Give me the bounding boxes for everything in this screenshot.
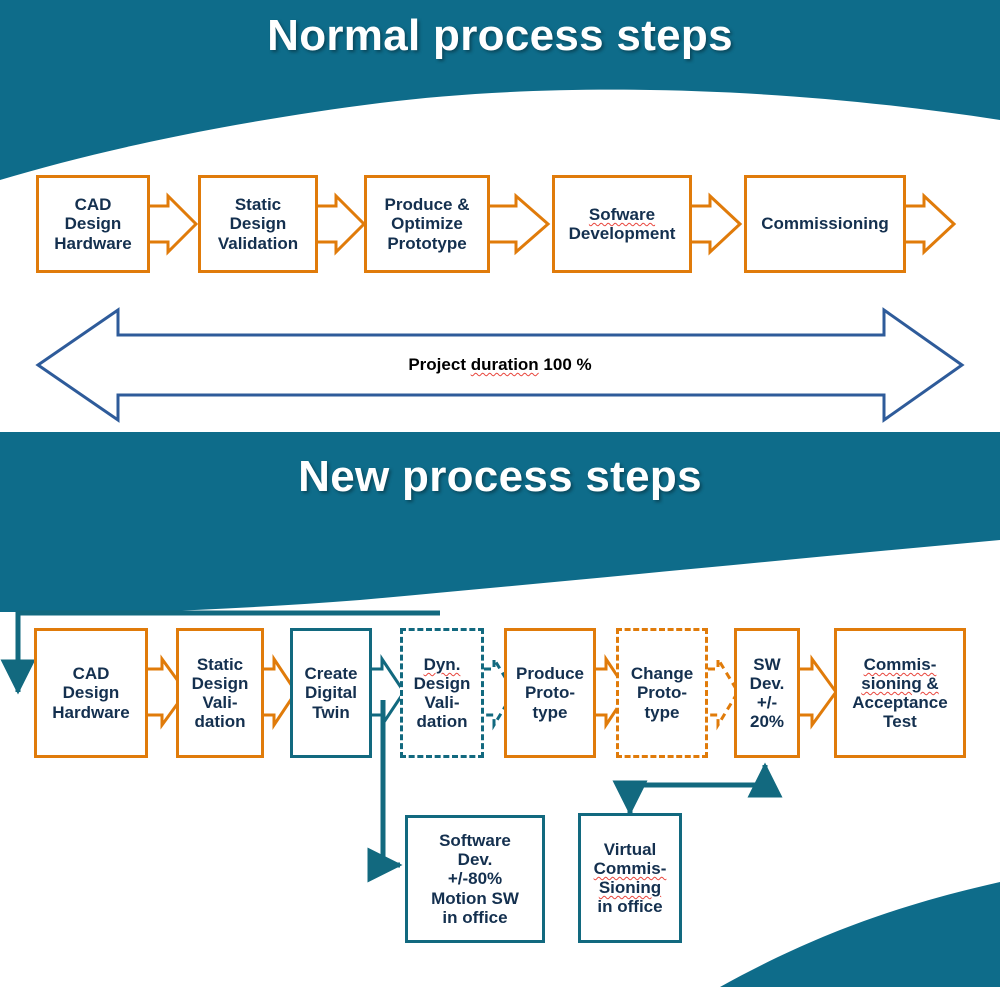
project-duration-label: Project duration 100 % bbox=[408, 355, 592, 374]
loop-dyn-to-cad bbox=[0, 610, 440, 695]
loop-twin-to-softwaredev bbox=[367, 700, 403, 883]
mid-banner-title: New process steps bbox=[298, 452, 702, 501]
bottom-right-wedge bbox=[720, 882, 1000, 987]
project-duration-arrow bbox=[35, 307, 965, 423]
normal-step-label: Commissioning bbox=[761, 214, 889, 234]
feed-to-virtual-commissioning bbox=[612, 780, 765, 816]
top-banner-title: Normal process steps bbox=[267, 11, 733, 60]
new-process-connectors bbox=[0, 610, 783, 883]
normal-step-commissioning[interactable]: Commissioning bbox=[744, 175, 906, 273]
